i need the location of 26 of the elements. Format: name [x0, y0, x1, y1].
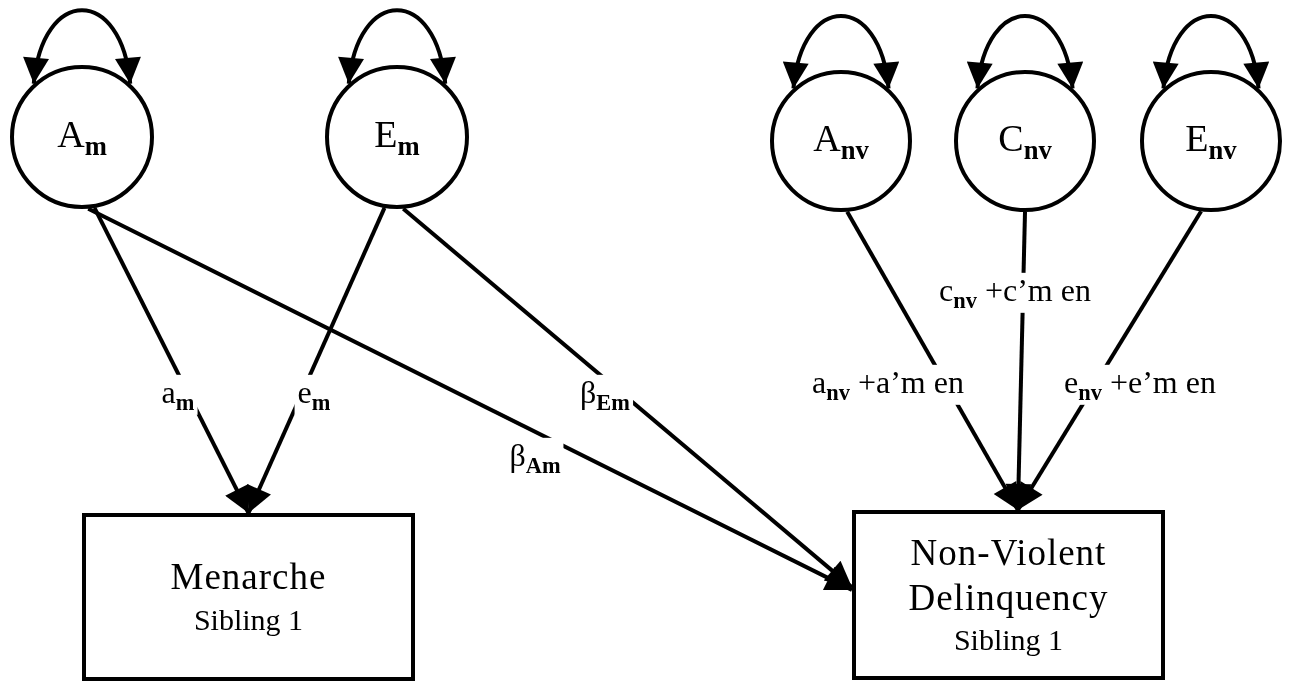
observed-variable-box — [82, 513, 415, 681]
variance-arrow — [340, 8, 454, 85]
factor-label: C$_{nv}$ — [998, 116, 1052, 166]
variable-name: Non-Violent Delinquency — [907, 531, 1110, 620]
variable-name: Menarche — [170, 555, 327, 600]
latent-factor-circle — [1140, 70, 1282, 212]
factor-label: A$_{nv}$ — [813, 116, 869, 166]
variance-arrow — [968, 14, 1082, 89]
latent-factor-circle — [325, 65, 469, 209]
variance-arrow — [25, 8, 139, 85]
factor-label: A$_{m}$ — [57, 112, 107, 162]
factor-label: E$_{m}$ — [374, 112, 420, 162]
factor-label: E$_{nv}$ — [1185, 116, 1237, 166]
path-arrow — [87, 206, 853, 592]
path-arrow — [92, 207, 251, 514]
observed-variable-box — [852, 510, 1165, 680]
latent-factor-circle — [954, 70, 1096, 212]
latent-factor-circle — [10, 65, 154, 209]
variable-subtitle: Sibling 1 — [953, 621, 1064, 658]
variable-subtitle: Sibling 1 — [193, 601, 304, 638]
variance-arrow — [784, 14, 898, 89]
path-arrow — [246, 207, 387, 514]
path-arrow — [402, 207, 854, 589]
variance-arrow — [1154, 14, 1268, 89]
path-arrow — [1005, 211, 1032, 511]
latent-factor-circle — [770, 70, 912, 212]
